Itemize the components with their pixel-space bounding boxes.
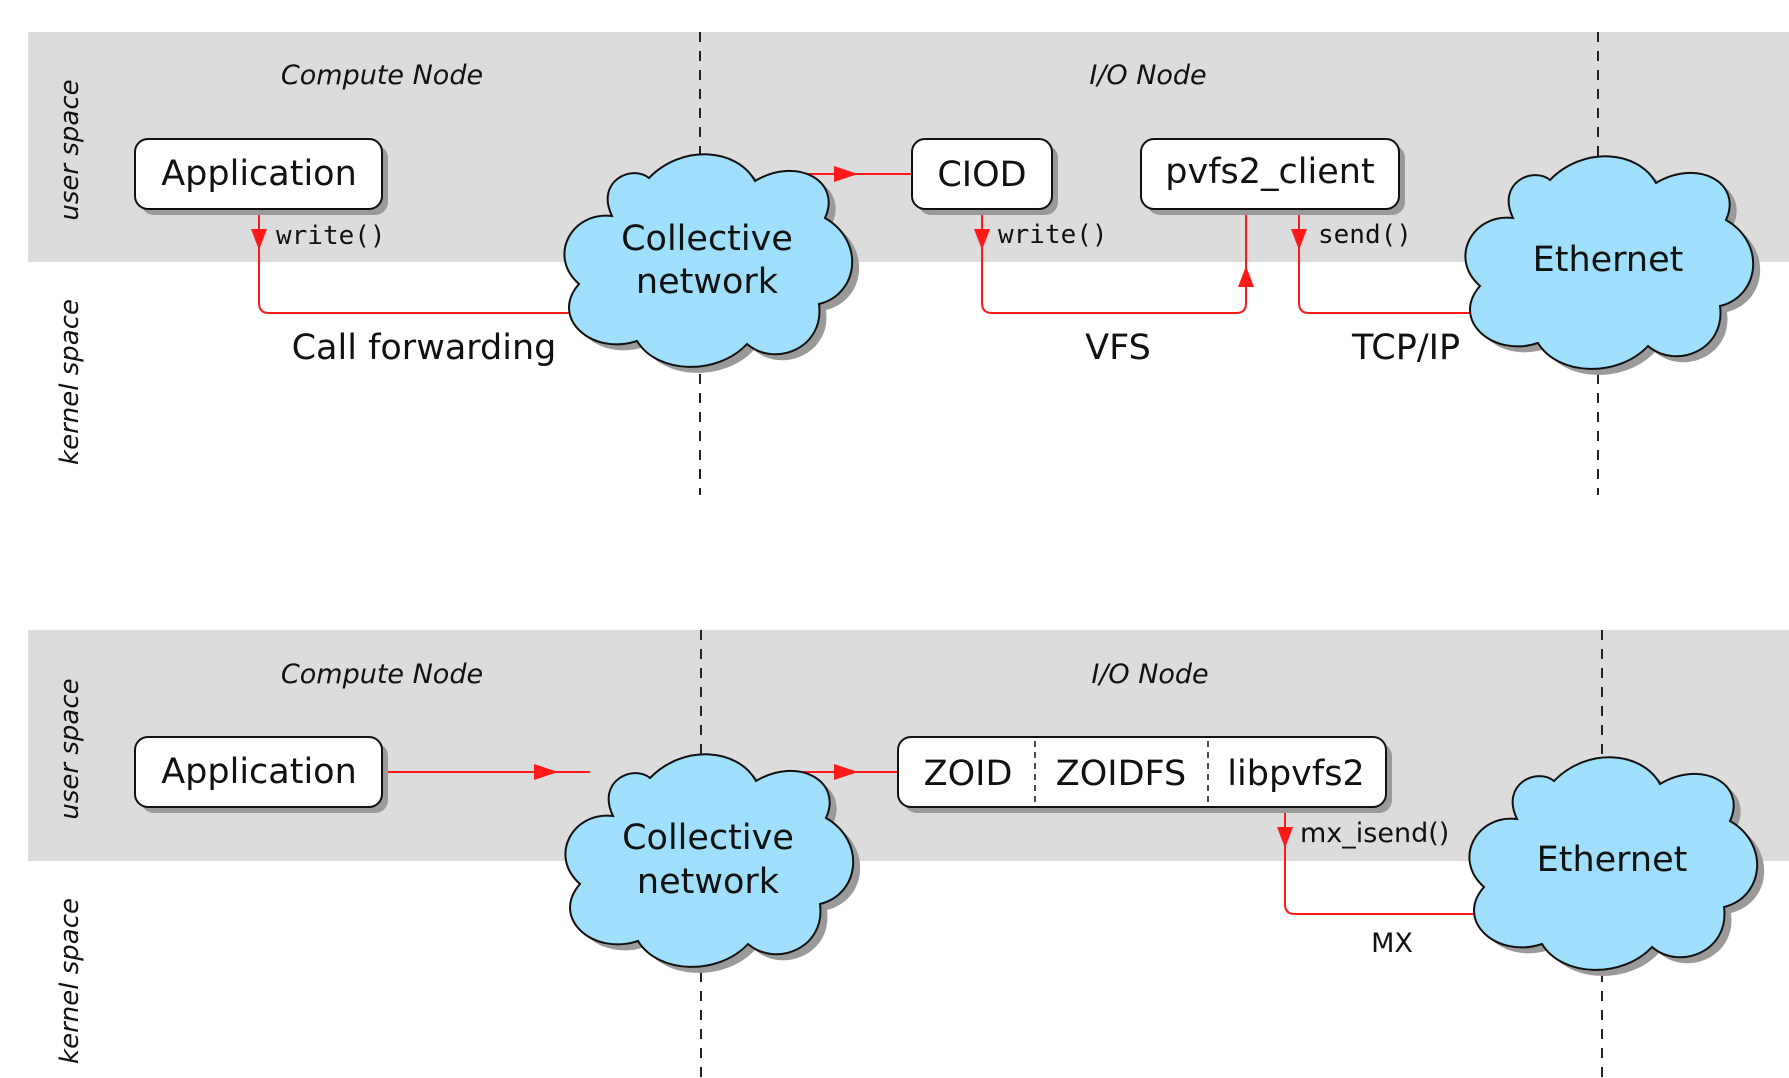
pvfs2-client-box: pvfs2_client bbox=[1140, 138, 1405, 215]
arrowhead bbox=[834, 764, 858, 780]
arrowhead bbox=[1238, 266, 1254, 287]
ethernet-cloud: Ethernet bbox=[1464, 155, 1761, 375]
mx-wire bbox=[1284, 808, 1485, 915]
user-space-label: user space bbox=[55, 79, 85, 220]
arrowhead bbox=[251, 229, 267, 250]
ciod-label: CIOD bbox=[937, 155, 1026, 195]
app-write-call: write() bbox=[276, 221, 386, 251]
tcpip-label: TCP/IP bbox=[1351, 328, 1460, 368]
compute-node-label: Compute Node bbox=[281, 659, 483, 690]
mx-label: MX bbox=[1371, 928, 1413, 959]
mx-isend-call: mx_isend() bbox=[1300, 818, 1449, 849]
io-node-label: I/O Node bbox=[1091, 659, 1208, 690]
kernel-space-label: kernel space bbox=[55, 299, 85, 465]
ethernet-label: Ethernet bbox=[1537, 840, 1688, 880]
application-box: Application bbox=[134, 138, 388, 215]
zoid-label: ZOID bbox=[924, 754, 1013, 794]
ethernet-cloud: Ethernet bbox=[1468, 756, 1765, 976]
top-wires bbox=[251, 166, 1480, 314]
arrowhead bbox=[974, 229, 990, 250]
collective-network-cloud: Collective network bbox=[564, 753, 861, 973]
vfs-wire bbox=[981, 210, 1247, 314]
collective-label-line1: Collective bbox=[622, 818, 794, 858]
call-forwarding-wire bbox=[258, 210, 580, 314]
arrowhead bbox=[1291, 229, 1307, 250]
arrowhead bbox=[834, 166, 858, 182]
arrowhead bbox=[1277, 827, 1293, 848]
zoidfs-label: ZOIDFS bbox=[1056, 754, 1187, 794]
vfs-label: VFS bbox=[1085, 328, 1151, 368]
collective-label-line1: Collective bbox=[621, 219, 793, 259]
bottom-panel: user space kernel space Compute Node I/O… bbox=[28, 630, 1789, 1078]
libpvfs2-label: libpvfs2 bbox=[1227, 754, 1364, 794]
arrowhead bbox=[534, 764, 558, 780]
user-space-label: user space bbox=[55, 678, 85, 819]
collective-label-line2: network bbox=[636, 262, 779, 302]
top-panel: user space kernel space Compute Node I/O… bbox=[28, 32, 1789, 495]
io-node-label: I/O Node bbox=[1089, 60, 1206, 91]
ciod-box: CIOD bbox=[911, 138, 1058, 215]
ethernet-label: Ethernet bbox=[1533, 240, 1684, 280]
collective-label-line2: network bbox=[637, 862, 780, 902]
application-box: Application bbox=[134, 736, 388, 813]
kernel-space-label: kernel space bbox=[55, 898, 85, 1064]
ciod-write-call: write() bbox=[998, 220, 1108, 250]
call-forwarding-label: Call forwarding bbox=[292, 328, 557, 368]
zoid-stack-box: ZOID ZOIDFS libpvfs2 bbox=[897, 736, 1392, 813]
application-label: Application bbox=[161, 154, 357, 194]
pvfs2-client-label: pvfs2_client bbox=[1165, 152, 1374, 192]
collective-network-cloud: Collective network bbox=[563, 153, 860, 373]
tcpip-wire bbox=[1298, 210, 1480, 314]
bottom-wires bbox=[382, 764, 1485, 915]
client-send-call: send() bbox=[1318, 220, 1412, 250]
application-label: Application bbox=[161, 752, 357, 792]
compute-node-label: Compute Node bbox=[281, 60, 483, 91]
